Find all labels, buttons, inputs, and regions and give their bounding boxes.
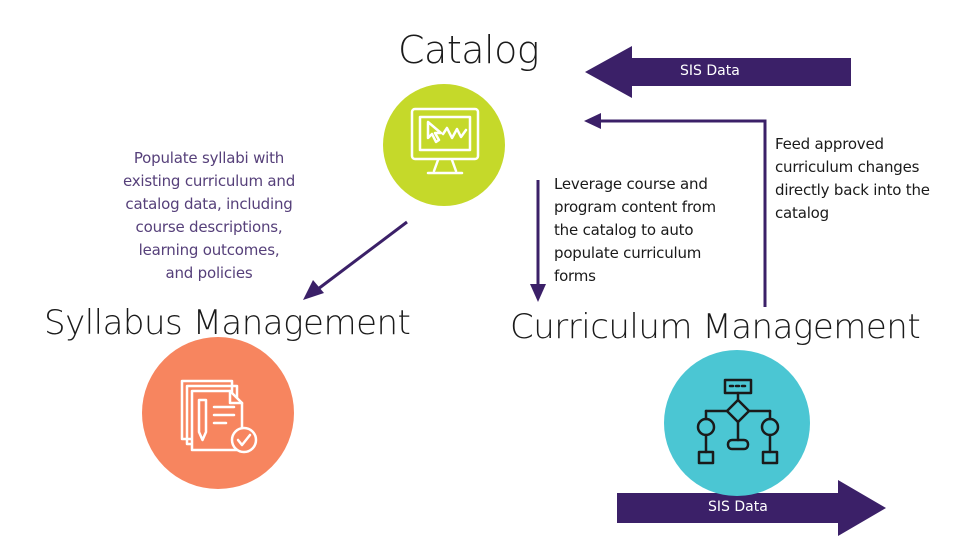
leverage-note: Leverage course and program content from… [554,175,716,285]
catalog-to-curriculum-arrowhead [530,284,546,302]
catalog-to-syllabus-arrowhead [303,280,324,300]
catalog-circle [383,84,505,206]
catalog-to-syllabus-arrow [317,220,408,291]
sis-data-top-arrow [585,46,851,98]
sis-data-top-label: SIS Data [680,63,740,79]
syllabus-note: Populate syllabi with existing curriculu… [122,149,296,282]
flowchart-icon [696,378,780,465]
curriculum-to-catalog-arrow [598,119,767,307]
curriculum-to-catalog-arrowhead [584,113,601,129]
feed-note: Feed approved curriculum changes directl… [775,135,930,222]
catalog-title: Catalog [398,28,540,72]
monitor-chart-icon [410,107,480,175]
curriculum-management-title: Curriculum Management [510,307,921,347]
sis-data-bottom-label: SIS Data [708,499,768,515]
documents-check-icon [180,379,258,454]
syllabus-management-title: Syllabus Management [44,303,411,343]
sis-data-bottom-arrow [617,480,886,536]
